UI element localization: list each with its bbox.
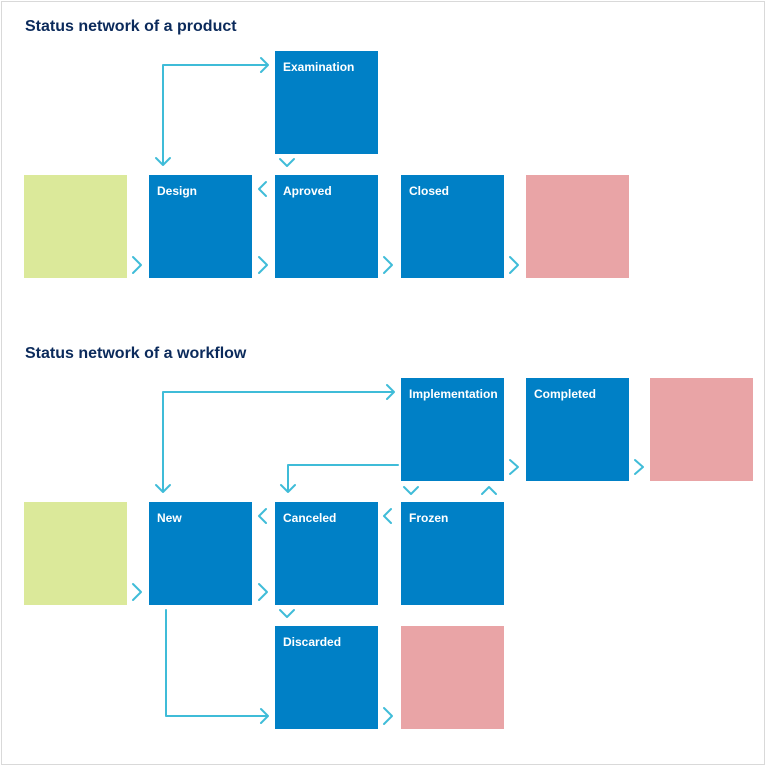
status-design[interactable]: Design xyxy=(149,175,252,278)
product-end-node xyxy=(526,175,629,278)
status-examination[interactable]: Examination xyxy=(275,51,378,154)
status-new[interactable]: New xyxy=(149,502,252,605)
status-frozen-label: Frozen xyxy=(409,511,449,525)
status-approved-label: Aproved xyxy=(283,184,332,198)
status-closed-label: Closed xyxy=(409,184,450,198)
status-approved[interactable]: Aproved xyxy=(275,175,378,278)
workflow-network-title: Status network of a workflow xyxy=(25,345,247,362)
status-canceled-label: Canceled xyxy=(283,511,337,525)
status-completed[interactable]: Completed xyxy=(526,378,629,481)
status-implementation[interactable]: Implementation xyxy=(401,378,504,481)
status-frozen[interactable]: Frozen xyxy=(401,502,504,605)
status-discarded-label: Discarded xyxy=(283,635,342,649)
status-canceled[interactable]: Canceled xyxy=(275,502,378,605)
status-closed[interactable]: Closed xyxy=(401,175,504,278)
workflow-end-node-top xyxy=(650,378,753,481)
workflow-start-node xyxy=(24,502,127,605)
status-discarded[interactable]: Discarded xyxy=(275,626,378,729)
status-design-label: Design xyxy=(157,184,198,198)
workflow-end-node-bottom xyxy=(401,626,504,729)
status-implementation-label: Implementation xyxy=(409,387,498,401)
product-start-node xyxy=(24,175,127,278)
product-network-title: Status network of a product xyxy=(25,18,237,35)
status-new-label: New xyxy=(157,511,182,525)
status-completed-label: Completed xyxy=(534,387,597,401)
status-examination-label: Examination xyxy=(283,60,355,74)
